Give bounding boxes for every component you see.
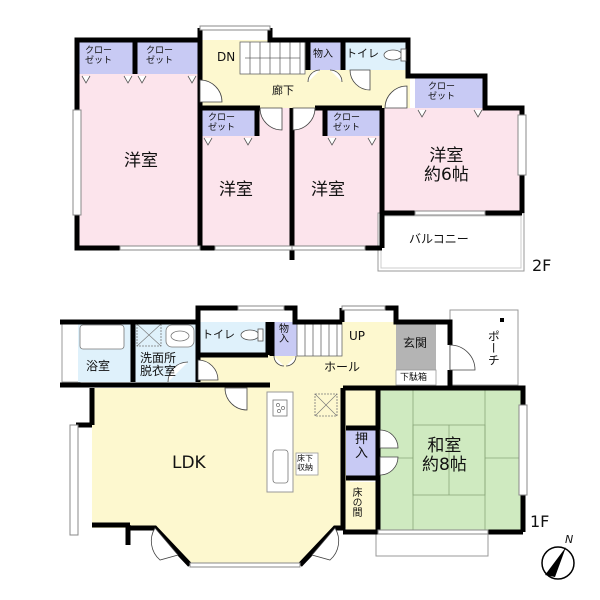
room-japanese	[378, 390, 523, 532]
toilet-bowl-icon	[383, 49, 403, 61]
closet-label-line2: ゼット	[428, 92, 456, 102]
closet-1	[77, 40, 135, 74]
ldk-label: LDK	[172, 453, 206, 473]
doors-1f	[150, 344, 476, 561]
oshiire-line1: 押	[355, 432, 369, 447]
underfloor-line2: 収納	[297, 463, 313, 472]
toilet-2f-label: トイレ	[346, 47, 379, 60]
shoe-box-label: 下駄箱	[400, 373, 428, 383]
oshiire	[346, 428, 378, 478]
room-western-right	[382, 108, 522, 213]
washroom-label-line2: 脱衣室	[140, 364, 177, 379]
hall-label: ホール	[324, 360, 361, 374]
toilet-bowl-icon	[240, 329, 260, 341]
western-room-left-label: 洋室	[124, 151, 158, 171]
room-name: 洋室	[429, 146, 464, 166]
closet-4	[325, 110, 380, 136]
closet-4-label: クローゼット	[333, 113, 360, 133]
stairs-1f	[296, 321, 343, 357]
closet-label-line1: クロー	[85, 46, 113, 56]
walls-2f	[74, 28, 525, 260]
closet-label-line1: クロー	[146, 46, 174, 56]
storage-1f	[272, 322, 297, 356]
closet-label-line2: ゼット	[146, 56, 174, 66]
stairs-down-label: DN	[217, 50, 236, 64]
shoe-box	[395, 369, 437, 386]
stairs-up-label: UP	[349, 329, 366, 343]
room-name: 和室	[427, 436, 462, 456]
western-room-right-label: 洋室約6帖	[424, 147, 469, 184]
floor-2f	[72, 25, 527, 272]
closet-2	[135, 40, 198, 74]
closet-3	[202, 110, 257, 136]
storage-label-line1: 物	[279, 324, 289, 335]
compass-north-label: N	[565, 533, 574, 546]
tatami-lines	[378, 390, 523, 532]
storage-label-line2: 入	[279, 334, 289, 345]
washroom-label: 洗面所脱衣室	[140, 351, 177, 379]
corridor-label: 廊下	[272, 84, 294, 97]
deck	[375, 531, 489, 557]
western-room-mid1-label: 洋室	[219, 180, 253, 200]
oshiire-line2: 入	[355, 446, 369, 462]
stairs-2f	[239, 41, 306, 75]
closet-label-line2: ゼット	[208, 123, 236, 133]
tokonoma	[346, 482, 378, 532]
closet-label-line1: クロー	[428, 82, 456, 92]
windows-1f	[69, 305, 528, 568]
closet-label-line1: クロー	[333, 113, 361, 123]
sink-icon	[272, 449, 289, 484]
bathtub-icon	[79, 324, 125, 350]
room-western-left	[77, 40, 200, 248]
floor-2f-label: 2F	[532, 256, 552, 275]
floor-1f-label: 1F	[530, 512, 550, 531]
balcony-label: バルコニー	[409, 232, 469, 246]
closet-2-label: クローゼット	[146, 46, 173, 66]
closet-5-label: クローゼット	[428, 82, 455, 102]
closet-3-label: クローゼット	[208, 113, 235, 133]
japanese-room-label: 和室約8帖	[422, 437, 467, 474]
floor-hatch-icon	[314, 393, 338, 417]
storage-1f-label: 物入	[279, 325, 289, 345]
entrance-label: 玄関	[403, 336, 428, 350]
closet-doors-2f	[81, 75, 483, 146]
toilet-1f-label: トイレ	[202, 328, 235, 341]
storage-2f	[308, 40, 343, 70]
room-size: 約6帖	[424, 164, 469, 185]
entrance	[396, 322, 436, 370]
closet-label-line2: ゼット	[85, 56, 113, 66]
windows-2f	[72, 25, 527, 251]
doors-2f	[199, 69, 408, 131]
western-room-mid2-label: 洋室	[311, 180, 345, 200]
tokonoma-label: 床の間	[350, 487, 361, 517]
closet-label-line1: クロー	[208, 113, 236, 123]
washroom-label-line1: 洗面所	[140, 351, 177, 365]
underfloor-storage-label: 床下収納	[297, 454, 313, 472]
floor-1f	[60, 305, 528, 568]
closet-label-line2: ゼット	[333, 123, 361, 133]
bath-label: 浴室	[86, 359, 111, 373]
room-size: 約8帖	[422, 454, 467, 475]
porch-label: ポーチ	[486, 330, 501, 366]
balcony	[377, 212, 525, 272]
storage-2f-label: 物入	[313, 49, 333, 60]
compass-north-icon	[541, 546, 575, 580]
closet-5	[415, 76, 485, 108]
oshiire-label: 押入	[355, 432, 369, 462]
underfloor-line1: 床下	[297, 454, 313, 463]
closet-1-label: クローゼット	[85, 46, 112, 66]
